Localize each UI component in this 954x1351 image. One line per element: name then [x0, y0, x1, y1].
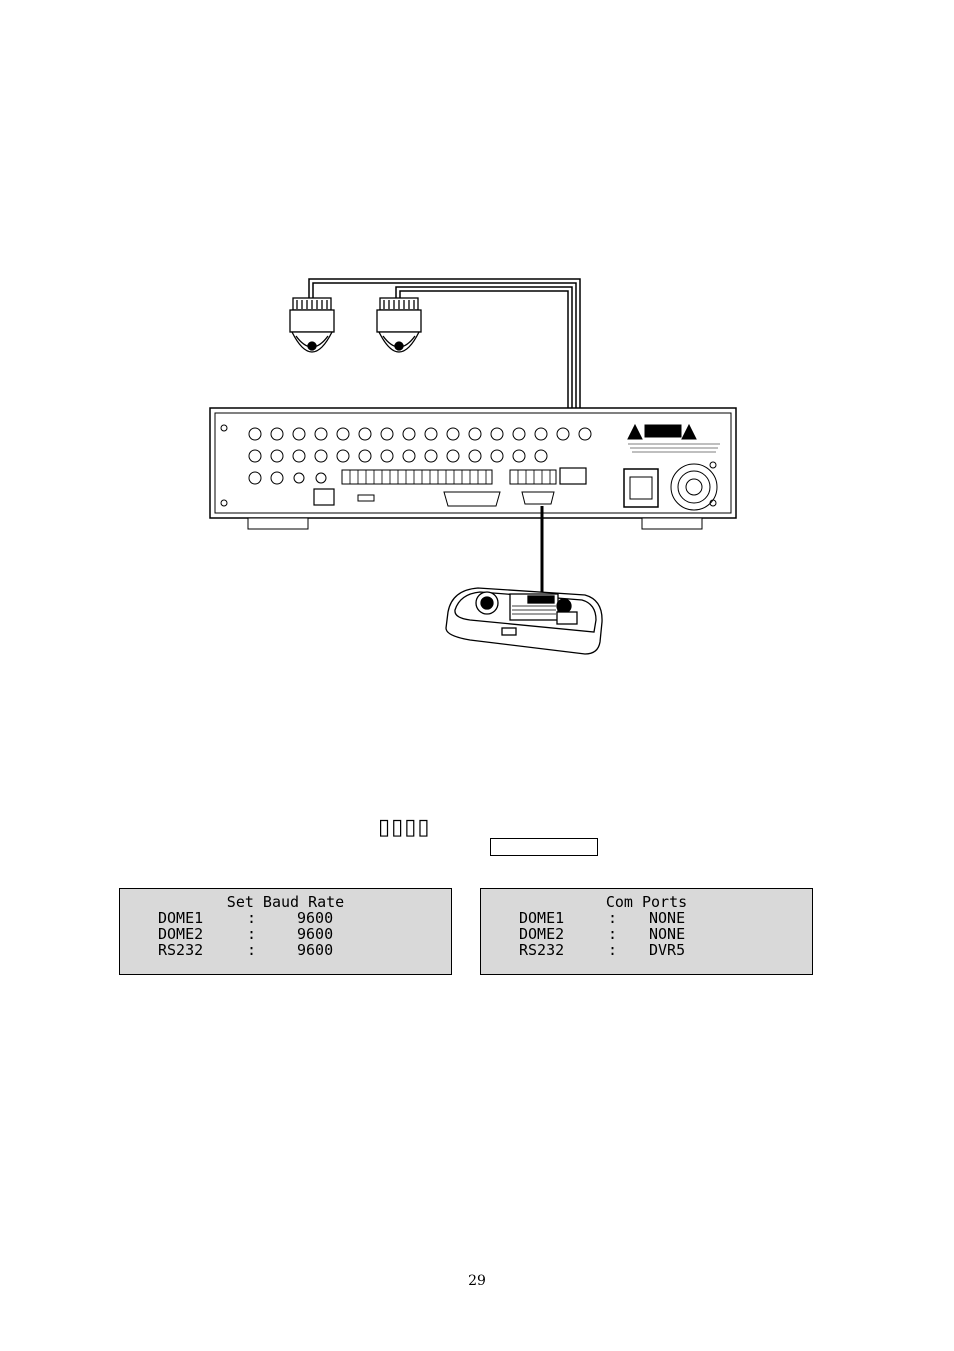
baud-rate-title: Set Baud Rate [226, 893, 345, 911]
connection-diagram [209, 278, 737, 655]
port-label: DOME2 [519, 925, 565, 943]
baud-value: 9600 [297, 909, 334, 927]
separator: : [608, 925, 618, 943]
baud-row-dome2: DOME2 : 9600 [120, 926, 451, 942]
dome-camera-2 [376, 297, 422, 353]
keyboard-controller [445, 587, 603, 655]
com-row-dome1: DOME1 : NONE [481, 910, 812, 926]
separator: : [247, 909, 257, 927]
baud-value: 9600 [297, 925, 334, 943]
camera-cables [308, 278, 581, 468]
dvr-rear-panel [209, 407, 737, 530]
port-label: DOME1 [158, 909, 204, 927]
com-row-dome2: DOME2 : NONE [481, 926, 812, 942]
separator: : [247, 941, 257, 959]
com-value: DVR5 [649, 941, 686, 959]
baud-row-rs232: RS232 : 9600 [120, 942, 451, 958]
com-value: NONE [649, 925, 686, 943]
port-label: DOME2 [158, 925, 204, 943]
com-value: NONE [649, 909, 686, 927]
blank-box [490, 838, 598, 856]
baud-rate-panel: Set Baud Rate DOME1 : 9600 DOME2 : 9600 … [119, 888, 452, 975]
com-ports-panel: Com Ports DOME1 : NONE DOME2 : NONE RS23… [480, 888, 813, 975]
baud-row-dome1: DOME1 : 9600 [120, 910, 451, 926]
baud-value: 9600 [297, 941, 334, 959]
port-label: RS232 [158, 941, 204, 959]
page-number: 29 [468, 1273, 486, 1289]
port-label: RS232 [519, 941, 565, 959]
com-row-rs232: RS232 : DVR5 [481, 942, 812, 958]
com-ports-title: Com Ports [605, 893, 688, 911]
section-heading: ▯▯▯▯ [378, 815, 431, 840]
separator: : [608, 909, 618, 927]
separator: : [608, 941, 618, 959]
separator: : [247, 925, 257, 943]
port-label: DOME1 [519, 909, 565, 927]
dome-camera-1 [289, 297, 335, 353]
